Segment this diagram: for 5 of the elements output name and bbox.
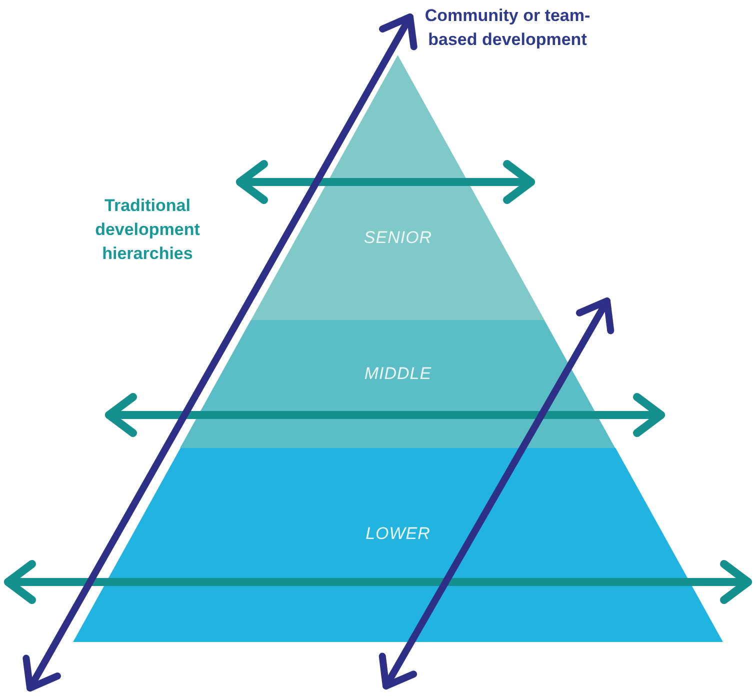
level-label: SENIOR xyxy=(362,228,434,248)
level-label: MIDDLE xyxy=(363,364,433,384)
annotation-text: Traditional development hierarchies xyxy=(94,195,201,265)
level-label: LOWER xyxy=(364,524,432,544)
annotation-text: Community or team-based development xyxy=(424,5,592,51)
